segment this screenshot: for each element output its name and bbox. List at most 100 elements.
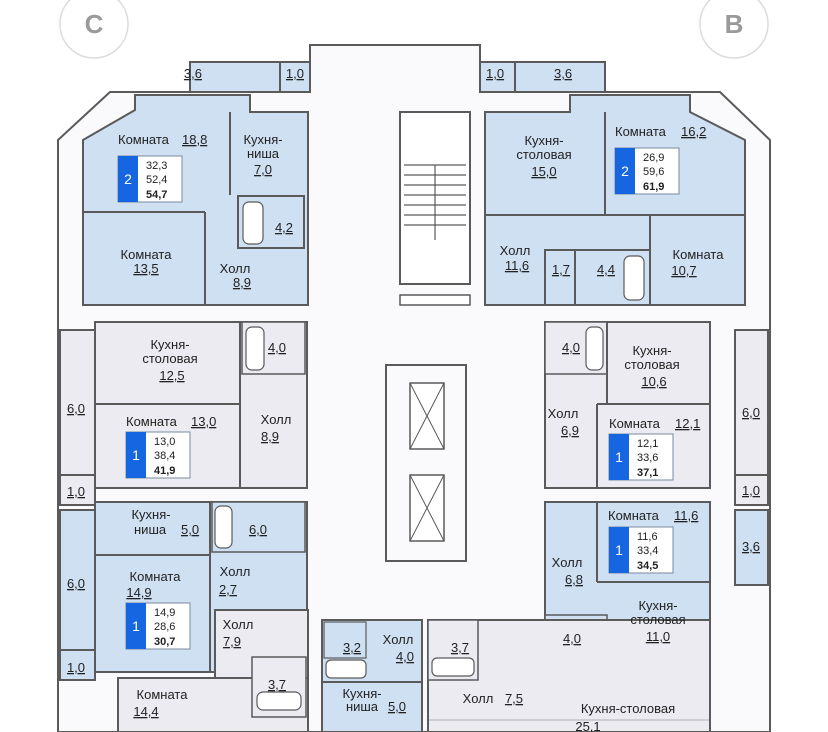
room-area: 10,7 — [671, 263, 696, 278]
hall-area: 8,9 — [233, 275, 251, 290]
apartment-badge: 1 11,6 33,4 34,5 — [608, 526, 674, 574]
kitchen-label: Кухня- — [638, 598, 677, 613]
hall-area: 7,5 — [505, 691, 523, 706]
badge-secondary-area: 33,4 — [637, 545, 658, 557]
badge-rooms-box — [118, 156, 138, 202]
bath-area: 3,7 — [268, 677, 286, 692]
balcony-label: 6,0 — [67, 401, 85, 416]
apartment-7[interactable] — [117, 609, 309, 732]
badge-rooms-box — [609, 434, 629, 480]
hall-label: Холл — [220, 261, 251, 276]
elevator-shafts — [385, 364, 467, 562]
badge-rooms-box — [126, 432, 146, 478]
apartment-3[interactable] — [94, 321, 308, 489]
badge-living-area: 12,1 — [637, 438, 658, 450]
balcony-label: 3,6 — [554, 66, 572, 81]
room-label: Комната — [609, 416, 661, 431]
balcony-label: 6,0 — [67, 576, 85, 591]
hall-label: Холл — [552, 555, 583, 570]
kitchen-label: ниша — [247, 146, 280, 161]
apartment-2[interactable] — [484, 94, 746, 306]
balcony-a6 — [734, 509, 769, 586]
kitchen-label: Кухня- — [131, 507, 170, 522]
badge-secondary-area: 59,6 — [643, 166, 664, 178]
wc-area: 1,7 — [552, 262, 570, 277]
apartment-badge: 226,959,661,9 — [614, 147, 680, 195]
room-area: 18,8 — [182, 132, 207, 147]
badge-total-area: 61,9 — [643, 181, 664, 193]
room-area: 11,6 — [674, 508, 698, 523]
badge-room-count: 2 — [124, 171, 132, 187]
badge-total-area: 34,5 — [637, 560, 658, 572]
bath-area: 6,0 — [249, 522, 267, 537]
badge-room-count: 1 — [132, 618, 140, 634]
apartment-8[interactable] — [321, 619, 423, 732]
kitchen-label: столовая — [516, 147, 571, 162]
badge-room-count: 1 — [615, 449, 623, 465]
badge-rooms-box — [609, 527, 629, 573]
apartment-badge: 112,133,637,1 — [608, 433, 674, 481]
apartment-badge: 114,928,630,7 — [125, 602, 191, 650]
kitchen-label: ниша — [134, 522, 167, 537]
apartment-9[interactable] — [427, 619, 711, 732]
badge-secondary-area: 52,4 — [146, 174, 167, 186]
room-area: 14,9 — [126, 585, 151, 600]
badge-room-count: 1 — [615, 542, 623, 558]
badge-total-area: 54,7 — [146, 189, 167, 201]
apartment-badge: 232,352,454,7 — [117, 155, 183, 203]
kitchen-area: 5,0 — [388, 699, 406, 714]
badge-room-count: 1 — [132, 447, 140, 463]
room-label: Комната — [130, 569, 182, 584]
room-label: Комната — [673, 247, 725, 262]
wc-area: 3,2 — [343, 640, 361, 655]
hall-area: 8,9 — [261, 429, 279, 444]
room-label: Комната — [615, 124, 667, 139]
hall-area: 4,0 — [396, 649, 414, 664]
balcony-a4-big — [734, 329, 769, 476]
hall-area: 2,7 — [219, 582, 237, 597]
balcony-top-left — [189, 61, 281, 93]
room-label: Комната — [137, 687, 189, 702]
hall-label: Холл — [548, 406, 579, 421]
hall-label: Холл — [463, 691, 494, 706]
apartment-badge: 113,038,441,9 — [125, 431, 191, 479]
apartment-1[interactable] — [82, 94, 309, 306]
kitchen-label: Кухня-столовая — [581, 701, 675, 716]
kitchen-area: 25,1 — [575, 719, 600, 732]
kitchen-area: 7,0 — [254, 162, 272, 177]
kitchen-label: столовая — [142, 351, 197, 366]
balcony-a5-small — [59, 649, 96, 681]
hall-label: Холл — [261, 412, 292, 427]
badge-total-area: 30,7 — [154, 636, 175, 648]
hall-label: Холл — [500, 243, 531, 258]
staircase — [399, 111, 471, 306]
kitchen-area: 10,6 — [641, 374, 666, 389]
compass-left: C — [59, 0, 129, 59]
badge-living-area: 11,6 — [637, 531, 658, 543]
badge-living-area: 14,9 — [154, 607, 175, 619]
bath-area: 3,7 — [451, 640, 469, 655]
hall-area: 11,6 — [505, 258, 529, 273]
bath-area: 4,4 — [597, 262, 615, 277]
room-area: 12,1 — [675, 416, 700, 431]
balcony-top-right — [514, 61, 606, 93]
badge-rooms-box — [615, 148, 635, 194]
kitchen-label: столовая — [630, 612, 685, 627]
room-area: 16,2 — [681, 124, 706, 139]
hall-area: 6,8 — [565, 572, 583, 587]
balcony-label: 1,0 — [286, 66, 304, 81]
kitchen-label: Кухня- — [243, 132, 282, 147]
hall-label: Холл — [223, 617, 254, 632]
apartment-badges: 232,352,454,7226,959,661,9113,038,441,91… — [117, 147, 680, 650]
room-area: 13,0 — [191, 414, 216, 429]
kitchen-label: Кухня- — [632, 343, 671, 358]
kitchen-label: столовая — [624, 357, 679, 372]
balcony-label: 1,0 — [742, 483, 760, 498]
svg-text:C: C — [85, 9, 104, 39]
bath-area: 4,0 — [268, 340, 286, 355]
balcony-label: 3,6 — [742, 539, 760, 554]
svg-text:B: B — [725, 9, 744, 39]
kitchen-label: Кухня- — [524, 133, 563, 148]
kitchen-area: 11,0 — [646, 629, 670, 644]
balcony-a4-small — [734, 474, 769, 506]
